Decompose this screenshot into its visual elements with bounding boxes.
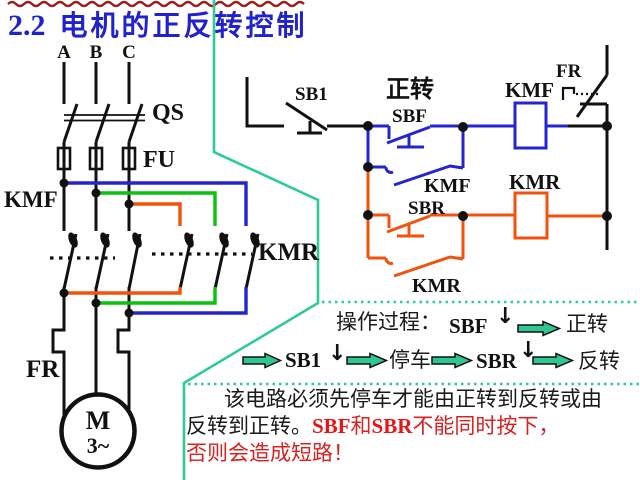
fr-contact-symbol (575, 74, 609, 250)
motor-3ph-label: 3~ (87, 433, 110, 458)
flow-arrow-icon (242, 352, 282, 369)
qs-label: QS (152, 100, 184, 126)
forward-caption: 正转 (386, 75, 434, 103)
kmf-main-contacts (50, 232, 142, 290)
op-sbf: SBF (449, 314, 488, 338)
note-line-2: 反转到正转。SBF和SBR不能同时按下， (186, 414, 560, 438)
qs-switch-symbol (62, 103, 144, 143)
press-down-arrow-icon: ↓ (496, 304, 515, 329)
junction-dots (59, 121, 612, 318)
control-circuit (245, 45, 609, 278)
note-line-1: 该电路必须先停车才能由正转到反转或由 (224, 387, 602, 411)
op-forward: 正转 (566, 312, 608, 336)
kmr-main-label: KMR (258, 239, 320, 266)
kmr-aux-label: KMR (412, 275, 461, 297)
operation-heading: 操作过程： (336, 310, 441, 334)
op-stop-state: 停车 (389, 348, 431, 372)
flow-arrow-icon (517, 320, 561, 337)
fu-label: FU (143, 147, 175, 173)
note-sbf: SBF (312, 414, 351, 438)
sb1-label: SB1 (295, 84, 328, 105)
press-down-arrow-icon: ↓ (328, 341, 347, 366)
flow-arrow-icon (532, 352, 574, 369)
warning-note: 该电路必须先停车才能由正转到反转或由 反转到正转。SBF和SBR不能同时按下， … (186, 386, 638, 467)
phase-a-label: A (57, 42, 71, 63)
fr-heater-symbol (116, 287, 131, 415)
wire-green-phase-b (96, 191, 217, 226)
sbr-label: SBR (408, 198, 445, 219)
phase-c-label: C (122, 42, 136, 63)
wire-orange-phase-c (129, 202, 182, 226)
flow-arrow-icon (431, 352, 473, 369)
fr-control-label: FR (556, 61, 582, 82)
red-wavy-line (7, 0, 305, 8)
op-sb1: SB1 (285, 348, 322, 372)
wire-blue-bottom (129, 287, 248, 315)
kmf-aux-label: KMF (424, 175, 471, 197)
kmf-main-label: KMF (4, 187, 58, 212)
fr-heater-symbol (51, 287, 66, 416)
kmf-aux-contact-symbol (384, 127, 465, 187)
kmf-coil-label: KMF (505, 78, 554, 102)
title-text: 电机的正反转控制 (59, 9, 308, 42)
wire-orange-bottom (64, 287, 182, 295)
wire-green-bottom (96, 287, 217, 305)
kmf-coil-symbol (513, 101, 548, 150)
callout-border (182, 0, 320, 480)
sb1-stop-button-symbol (285, 101, 328, 135)
kmr-coil-symbol (513, 191, 549, 240)
fuse-symbol (56, 146, 72, 171)
phase-b-label: B (90, 42, 103, 63)
kmr-main-contacts (152, 232, 260, 290)
op-sbr: SBR (476, 349, 517, 373)
kmr-coil-label: KMR (509, 170, 561, 194)
page-title: 2.2 电机的正反转控制 (8, 4, 308, 44)
motor-symbol (59, 392, 137, 470)
op-reverse: 反转 (578, 349, 620, 373)
sbf-forward-button-symbol (386, 125, 431, 149)
sbr-reverse-button-symbol (386, 214, 431, 238)
motor-m-label: M (86, 406, 111, 435)
flow-arrow-icon (346, 352, 388, 369)
note-sbr: SBR (371, 414, 413, 438)
fr-main-label: FR (26, 356, 60, 383)
kmr-aux-contact-symbol (384, 216, 465, 278)
note-line-3: 否则会造成短路！ (186, 441, 354, 465)
wire-blue-phase-a (64, 181, 248, 226)
fuse-symbol (88, 146, 104, 171)
fuse-symbol (121, 146, 137, 171)
main-circuit (50, 62, 260, 470)
sbf-label: SBF (392, 106, 427, 127)
title-number: 2.2 (8, 9, 46, 42)
